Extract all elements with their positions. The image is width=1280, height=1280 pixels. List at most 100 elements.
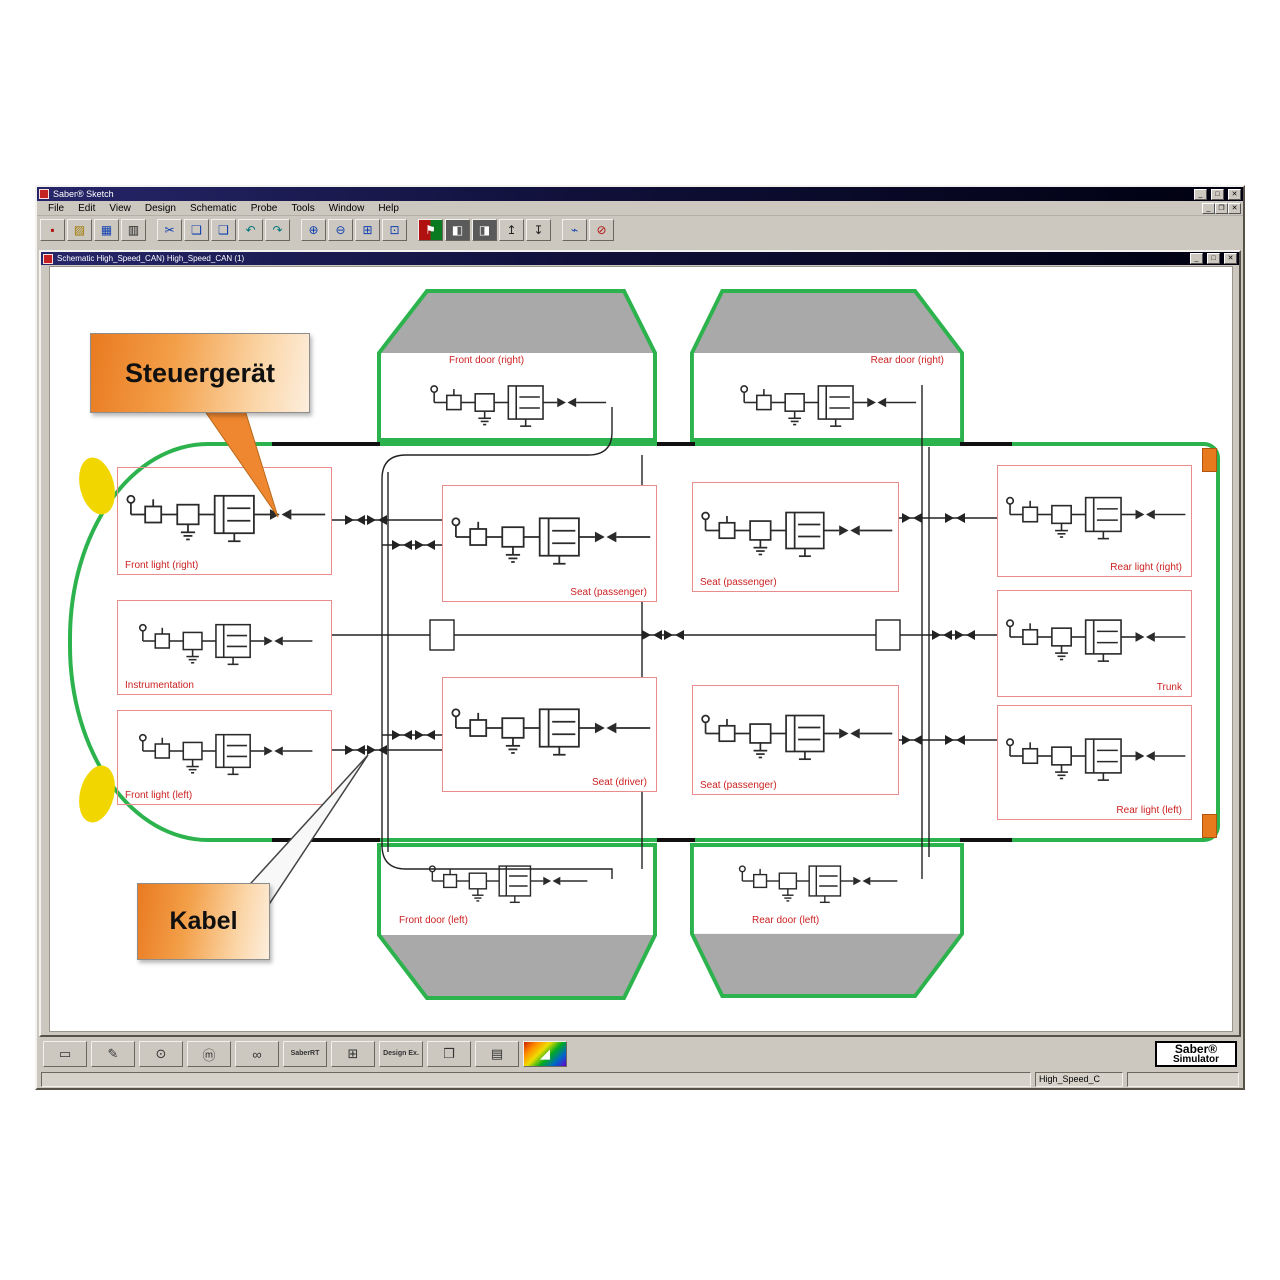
main-toolbar: ▪ ▨ ▦ ▥ ✂ ❏ ❑ ↶ ↷ ⊕ ⊖ ⊞ ⊡ ⚑ ◧ ◨ ↥ ↧ ⌁ ⊘ [37,216,1243,243]
sketch-pencil-icon[interactable]: ✎ [91,1041,135,1067]
menu-tools[interactable]: Tools [291,202,315,214]
module-seat-passenger-rear-right[interactable]: Seat (passenger) [692,482,899,592]
wire-down-icon[interactable]: ↧ [526,218,551,241]
rear-corner-marker-right [1202,448,1217,472]
menu-view[interactable]: View [109,202,131,214]
schematic-close-button[interactable]: ✕ [1224,253,1237,264]
module-seat-driver[interactable]: Seat (driver) [442,677,657,792]
circuit-symbols [387,367,647,438]
display-icon[interactable]: ◨ [472,218,497,241]
callout-controller[interactable]: Steuergerät [90,333,310,413]
print-icon[interactable]: ▥ [121,218,146,241]
child-restore-button[interactable]: ❐ [1215,202,1228,214]
design-examples-icon[interactable]: Design Ex. [379,1041,423,1067]
save-icon[interactable]: ▦ [94,218,119,241]
menu-file[interactable]: File [48,202,65,214]
reports-icon[interactable]: ❒ [427,1041,471,1067]
module-front-light-right[interactable]: Front light (right) [117,467,332,575]
measurement-icon[interactable]: ⓜ [187,1041,231,1067]
module-label: Front light (right) [125,560,199,571]
design-tools-icon[interactable]: ⊞ [331,1041,375,1067]
new-icon[interactable]: ▪ [40,218,65,241]
door-rear-right[interactable]: Rear door (right) [690,289,964,442]
circuit-symbols [447,491,652,583]
module-label: Front door (left) [399,915,468,926]
module-label: Front door (right) [449,355,525,366]
module-label: Rear door (left) [752,915,820,926]
redo-icon[interactable]: ↷ [265,218,290,241]
zoom-area-icon[interactable]: ⊡ [382,218,407,241]
circuit-symbols [700,849,934,913]
door-front-left[interactable]: Front door (left) [377,843,657,1000]
circuit-symbols [122,473,327,556]
module-label: Instrumentation [125,680,194,691]
door-rear-left[interactable]: Rear door (left) [690,843,964,998]
window-title: Saber® Sketch [53,189,114,199]
module-seat-passenger-rear-left[interactable]: Seat (passenger) [692,685,899,795]
stop-icon[interactable]: ⊘ [589,218,614,241]
circuit-symbols [700,367,954,438]
title-bar[interactable]: Saber® Sketch _ □ ✕ [37,187,1243,201]
circuit-symbols [122,606,327,676]
menu-window[interactable]: Window [328,202,365,214]
app-icon [39,189,49,199]
module-rear-light-left[interactable]: Rear light (left) [997,705,1192,820]
module-label: Seat (passenger) [700,577,777,588]
wire-up-icon[interactable]: ↥ [499,218,524,241]
rear-corner-marker-left [1202,814,1217,838]
schematic-title-bar[interactable]: Schematic High_Speed_CAN) High_Speed_CAN… [41,252,1239,265]
status-doc-panel: High_Speed_C [1035,1072,1123,1087]
menu-help[interactable]: Help [378,202,399,214]
module-label: Seat (passenger) [700,780,777,791]
menu-edit[interactable]: Edit [78,202,96,214]
zoom-full-icon[interactable]: ⊞ [355,218,380,241]
schematic-minimize-button[interactable]: _ [1190,253,1203,264]
contrast-icon[interactable]: ◧ [445,218,470,241]
undo-icon[interactable]: ↶ [238,218,263,241]
data-list-icon[interactable]: ▤ [475,1041,519,1067]
module-label: Seat (driver) [591,777,647,788]
module-label: Rear light (right) [1110,562,1182,573]
parts-gallery-icon[interactable]: ▭ [43,1041,87,1067]
status-message-panel [41,1072,1031,1087]
spectrum-icon[interactable]: ◢ [523,1041,567,1067]
cut-icon[interactable]: ✂ [157,218,182,241]
saber-sketch-window: Saber® Sketch _ □ ✕ File Edit View Desig… [35,185,1245,1090]
door-outline [377,843,657,1000]
callout-cable[interactable]: Kabel [137,883,270,960]
module-seat-passenger-front[interactable]: Seat (passenger) [442,485,657,602]
door-front-right[interactable]: Front door (right) [377,289,657,442]
module-trunk[interactable]: Trunk [997,590,1192,697]
schematic-canvas[interactable]: Front door (right) [49,266,1233,1032]
module-front-light-left[interactable]: Front light (left) [117,710,332,805]
zoom-out-icon[interactable]: ⊖ [328,218,353,241]
menu-schematic[interactable]: Schematic [190,202,237,214]
module-label: Trunk [1156,682,1182,693]
schematic-title: Schematic High_Speed_CAN) High_Speed_CAN… [57,254,245,263]
design-check-icon[interactable]: ⚑ [418,218,443,241]
child-minimize-button[interactable]: _ [1202,202,1215,214]
saber-simulator-logo: Saber® Simulator [1155,1041,1237,1067]
schematic-maximize-button[interactable]: □ [1207,253,1220,264]
module-instrumentation[interactable]: Instrumentation [117,600,332,695]
maximize-button[interactable]: □ [1211,188,1224,200]
module-label: Seat (passenger) [570,587,647,598]
close-button[interactable]: ✕ [1228,188,1241,200]
open-icon[interactable]: ▨ [67,218,92,241]
circuit-symbols [387,849,627,913]
menu-probe[interactable]: Probe [250,202,278,214]
child-close-button[interactable]: ✕ [1228,202,1241,214]
paste-icon[interactable]: ❑ [211,218,236,241]
saber-rt-icon[interactable]: SaberRT [283,1041,327,1067]
logo-line1: Saber® [1174,1042,1218,1056]
module-rear-light-right[interactable]: Rear light (right) [997,465,1192,577]
menu-design[interactable]: Design [144,202,176,214]
circuit-symbols [447,683,652,773]
module-label: Front light (left) [125,790,193,801]
zoom-in-icon[interactable]: ⊕ [301,218,326,241]
minimize-button[interactable]: _ [1194,188,1207,200]
analysis-icon[interactable]: ⊙ [139,1041,183,1067]
scope-icon[interactable]: ∞ [235,1041,279,1067]
copy-icon[interactable]: ❏ [184,218,209,241]
simulate-icon[interactable]: ⌁ [562,218,587,241]
